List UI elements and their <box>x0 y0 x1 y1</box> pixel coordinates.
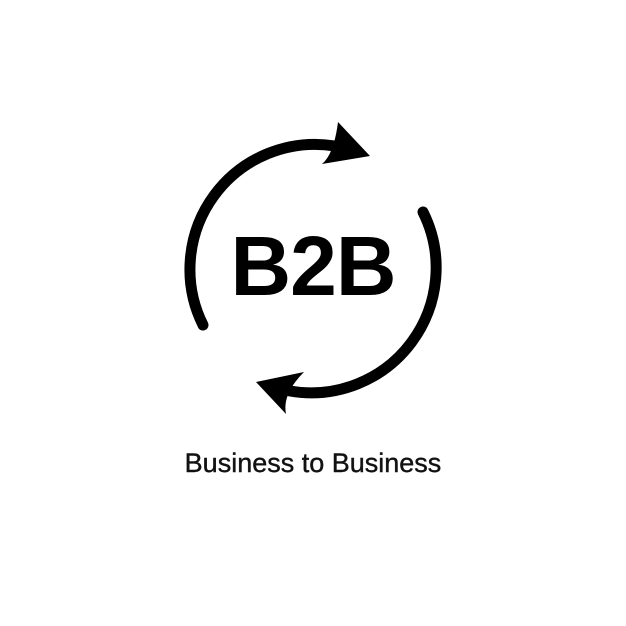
top-arc <box>184 138 341 331</box>
bottom-arc <box>284 206 442 399</box>
logo-caption: Business to Business <box>184 448 442 478</box>
logo-text: B2B <box>230 219 396 313</box>
bottom-arrowhead-icon <box>256 372 304 414</box>
top-arrowhead-icon <box>322 122 370 164</box>
